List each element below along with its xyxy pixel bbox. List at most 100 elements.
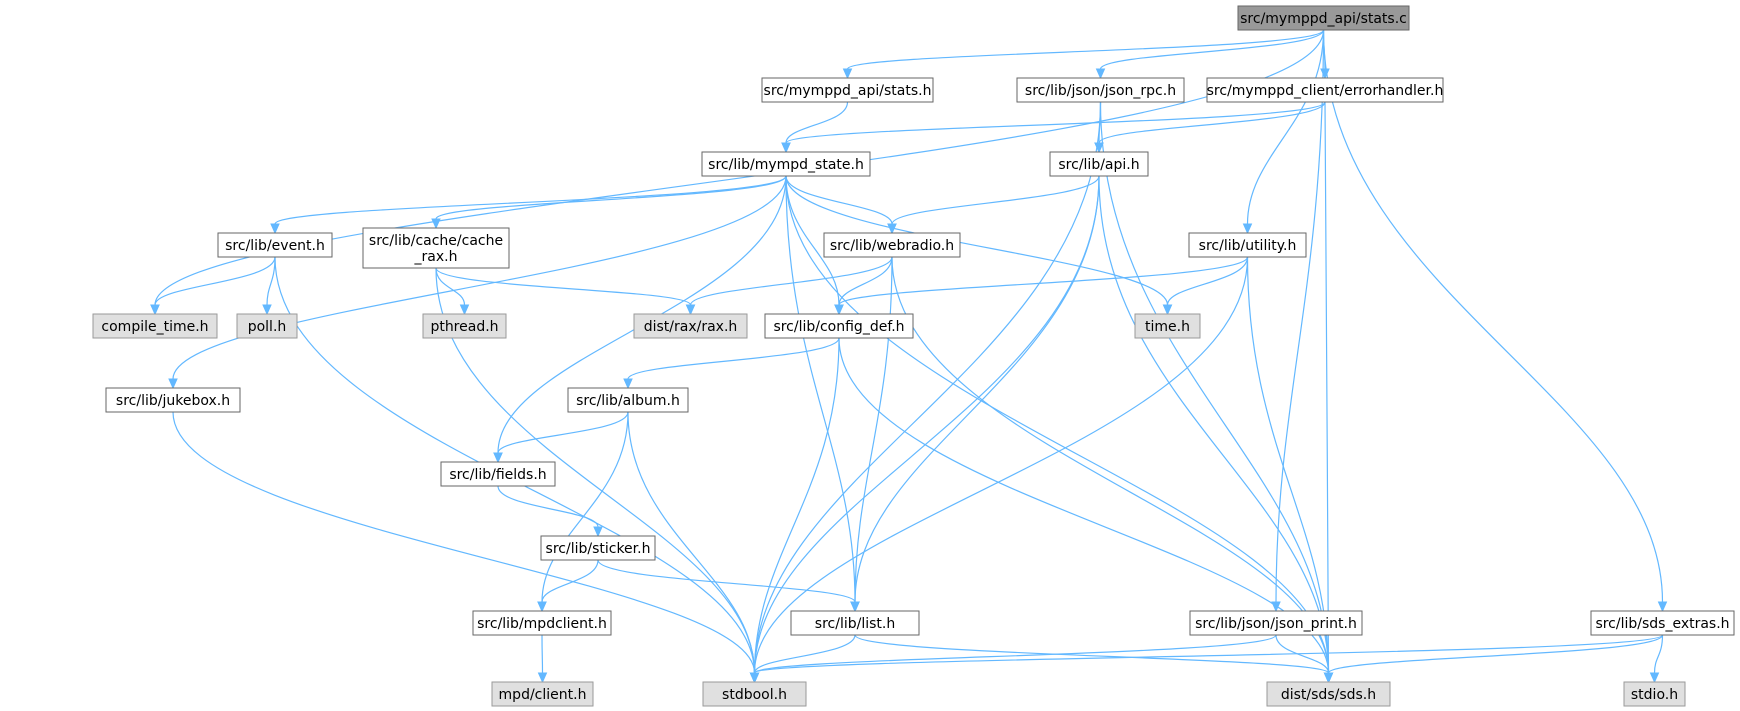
node-list[interactable]: src/lib/list.h [790,610,920,636]
edge-sticker-to-list [597,559,860,613]
node-label: src/mymppd_client/errorhandler.h [1207,83,1444,99]
edge-cache_rax-to-rax [435,267,696,316]
edge-line [274,175,787,225]
edge-line [753,256,1249,674]
node-label: dist/sds/sds.h [1281,687,1376,703]
edge-line [838,256,1249,306]
edge-line [753,175,1100,674]
node-box [440,461,556,487]
arrowhead-icon [270,223,280,235]
edge-line [785,101,849,144]
node-json_print[interactable]: src/lib/json/json_print.h [1189,610,1363,636]
edge-json_rpc-to-stdbool [749,101,1102,684]
edge-jukebox-to-stdbool [172,411,760,684]
edge-errorhandler-to-mympd_state [781,101,1326,154]
node-pthread: pthread.h [422,313,507,339]
edge-line [854,256,893,603]
node-label: src/lib/event.h [225,238,325,254]
node-label: mpd/client.h [499,687,587,703]
node-poll: poll.h [236,313,298,339]
node-cache_rax[interactable]: src/lib/cache/cache_rax.h [362,227,510,269]
node-box [1237,5,1410,31]
edge-line [1275,634,1330,674]
node-box [1590,610,1735,636]
node-label: src/lib/config_def.h [773,319,904,335]
node-fields[interactable]: src/lib/fields.h [440,461,556,487]
node-box [472,610,612,636]
edge-cache_rax-to-pthread [435,267,470,316]
edge-sds_extras-to-sds [1323,634,1664,684]
node-box [702,681,807,707]
edge-stats_c-to-stats_h [842,29,1325,80]
node-errorhandler[interactable]: src/mymppd_client/errorhandler.h [1206,77,1444,103]
node-json_rpc[interactable]: src/lib/json/json_rpc.h [1016,77,1185,103]
edge-errorhandler-to-sds [1323,101,1334,684]
edge-webradio-to-rax [685,256,893,316]
arrowhead-icon [1162,304,1173,316]
edge-line [753,634,1277,674]
edge-line [154,256,276,306]
edge-line [1098,101,1326,144]
arrowhead-icon [593,526,603,538]
node-box [1049,151,1149,177]
node-box [105,387,241,413]
node-sticker[interactable]: src/lib/sticker.h [540,535,656,561]
edge-errorhandler-to-api [1094,101,1326,154]
node-box [217,232,333,258]
edge-line [785,175,1169,306]
node-sds_extras[interactable]: src/lib/sds_extras.h [1590,610,1735,636]
node-box [761,77,934,103]
edge-line [435,267,466,306]
node-time: time.h [1134,313,1201,339]
edge-sds_extras-to-stdio [1649,634,1664,684]
edge-stats_c-to-sds_extras [1322,29,1668,613]
edge-line [785,175,893,225]
edge-line [1098,175,1330,674]
edge-mpdclient-to-mpd_client [537,634,548,684]
node-api[interactable]: src/lib/api.h [1049,151,1149,177]
node-event[interactable]: src/lib/event.h [217,232,333,258]
edge-line [785,175,856,603]
edge-line [435,267,756,674]
node-label: src/lib/api.h [1058,157,1139,173]
node-stats_h[interactable]: src/mymppd_api/stats.h [761,77,934,103]
edge-album-to-fields [493,411,629,464]
node-box [1206,77,1444,103]
node-mpd_client: mpd/client.h [491,681,594,707]
node-label: src/lib/cache/cache [369,233,503,249]
node-label: src/lib/mpdclient.h [477,616,607,632]
arrowhead-icon [262,304,272,316]
node-label: src/lib/json/json_print.h [1195,616,1357,632]
edge-line [541,411,629,603]
node-utility[interactable]: src/lib/utility.h [1188,232,1307,258]
arrowhead-icon [781,142,791,154]
node-stats_c[interactable]: src/mymppd_api/stats.c [1237,5,1410,31]
node-jukebox[interactable]: src/lib/jukebox.h [105,387,241,413]
edge-line [541,559,599,603]
node-mympd_state[interactable]: src/lib/mympd_state.h [701,151,871,177]
edges-layer [150,29,1668,684]
edge-line [541,634,544,674]
edge-line [597,559,856,603]
node-label: pthread.h [430,319,498,335]
arrowhead-icon [493,452,503,464]
edge-webradio-to-list [850,256,893,613]
edge-mympd_state-to-jukebox [168,175,787,390]
node-config_def[interactable]: src/lib/config_def.h [764,313,914,339]
edge-line [1166,256,1249,306]
node-mpdclient[interactable]: src/lib/mpdclient.h [472,610,612,636]
node-box [790,610,920,636]
node-webradio[interactable]: src/lib/webradio.h [823,232,961,258]
node-stdio: stdio.h [1623,681,1686,707]
arrowhead-icon [850,601,860,613]
edge-line [753,634,1664,674]
arrowhead-icon [537,601,547,613]
edge-line [689,256,893,306]
edge-json_rpc-to-sds [1099,101,1334,684]
edge-list-to-stdbool [749,634,856,684]
edge-line [1327,634,1664,674]
edge-sticker-to-mpdclient [537,559,599,613]
node-album[interactable]: src/lib/album.h [567,387,689,413]
edge-line [627,337,840,380]
node-label: time.h [1145,319,1190,335]
